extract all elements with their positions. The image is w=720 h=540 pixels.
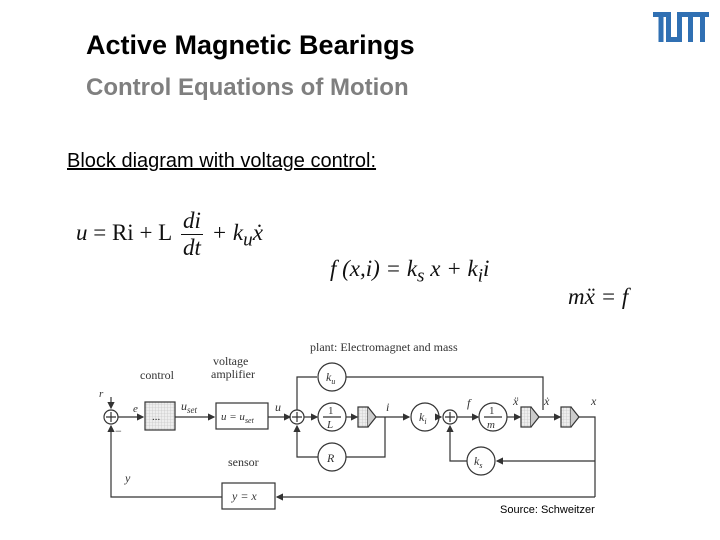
eq-fraction: di dt: [180, 208, 203, 261]
ki-label: ki: [419, 410, 427, 426]
amp-block-text: u = uset: [221, 411, 255, 425]
r-label: R: [326, 451, 335, 465]
eq-rhs-a: = Ri + L: [93, 219, 173, 245]
label-f: f: [467, 396, 472, 410]
force-equation: f (x,i) = ks x + kii: [330, 256, 489, 288]
control-dots: ...: [152, 411, 161, 423]
eq-force-a: f (x,i) = k: [330, 256, 418, 281]
label-u-set: uset: [181, 399, 197, 415]
motion-equation: mẍ = f: [568, 284, 629, 309]
eq-sub-i: i: [477, 265, 484, 287]
page-title: Active Magnetic Bearings: [86, 30, 415, 60]
eq-dot-var: ẋ: [252, 219, 263, 245]
label-e: e: [133, 403, 138, 415]
source-citation: Source: Schweitzer: [500, 504, 595, 516]
label-plant: plant: Electromagnet and mass: [310, 340, 458, 354]
label-x: x: [590, 394, 597, 408]
label-r: r: [99, 388, 104, 400]
label-xd: ẋ: [543, 394, 550, 408]
label-y: y: [124, 471, 131, 485]
ku-label: ku: [326, 370, 335, 386]
tum-logo: [653, 12, 709, 42]
eq-sub-s: s: [417, 265, 425, 287]
eq-rhs-b: + k: [211, 219, 244, 245]
label-control: control: [140, 368, 175, 382]
inv-m-num: 1: [489, 405, 495, 417]
eq-lhs: u: [76, 219, 88, 245]
inv-l-den: L: [326, 419, 333, 431]
minus-1: −: [115, 424, 122, 438]
block-diagram: control voltage amplifier plant: Electro…: [99, 340, 597, 510]
eq-force-end: i: [483, 256, 490, 281]
label-amplifier: amplifier: [211, 367, 255, 381]
label-xdd: ẍ: [512, 394, 519, 408]
frac-num: di: [180, 208, 203, 235]
intro-text: Block diagram with voltage control:: [67, 150, 377, 172]
eq-force-mid: x + k: [430, 256, 478, 281]
label-sensor: sensor: [228, 455, 259, 469]
inv-l-num: 1: [328, 405, 334, 417]
page-subtitle: Control Equations of Motion: [86, 74, 409, 101]
frac-den: dt: [182, 235, 201, 260]
label-i: i: [386, 400, 389, 414]
voltage-equation: u = Ri + L di dt + kuẋ: [76, 208, 263, 261]
sensor-block-text: y = x: [231, 489, 257, 503]
inv-m-den: m: [487, 419, 495, 431]
label-u: u: [275, 400, 281, 414]
eq-sub: u: [243, 229, 253, 251]
label-voltage: voltage: [213, 354, 248, 368]
ks-label: ks: [474, 454, 482, 470]
